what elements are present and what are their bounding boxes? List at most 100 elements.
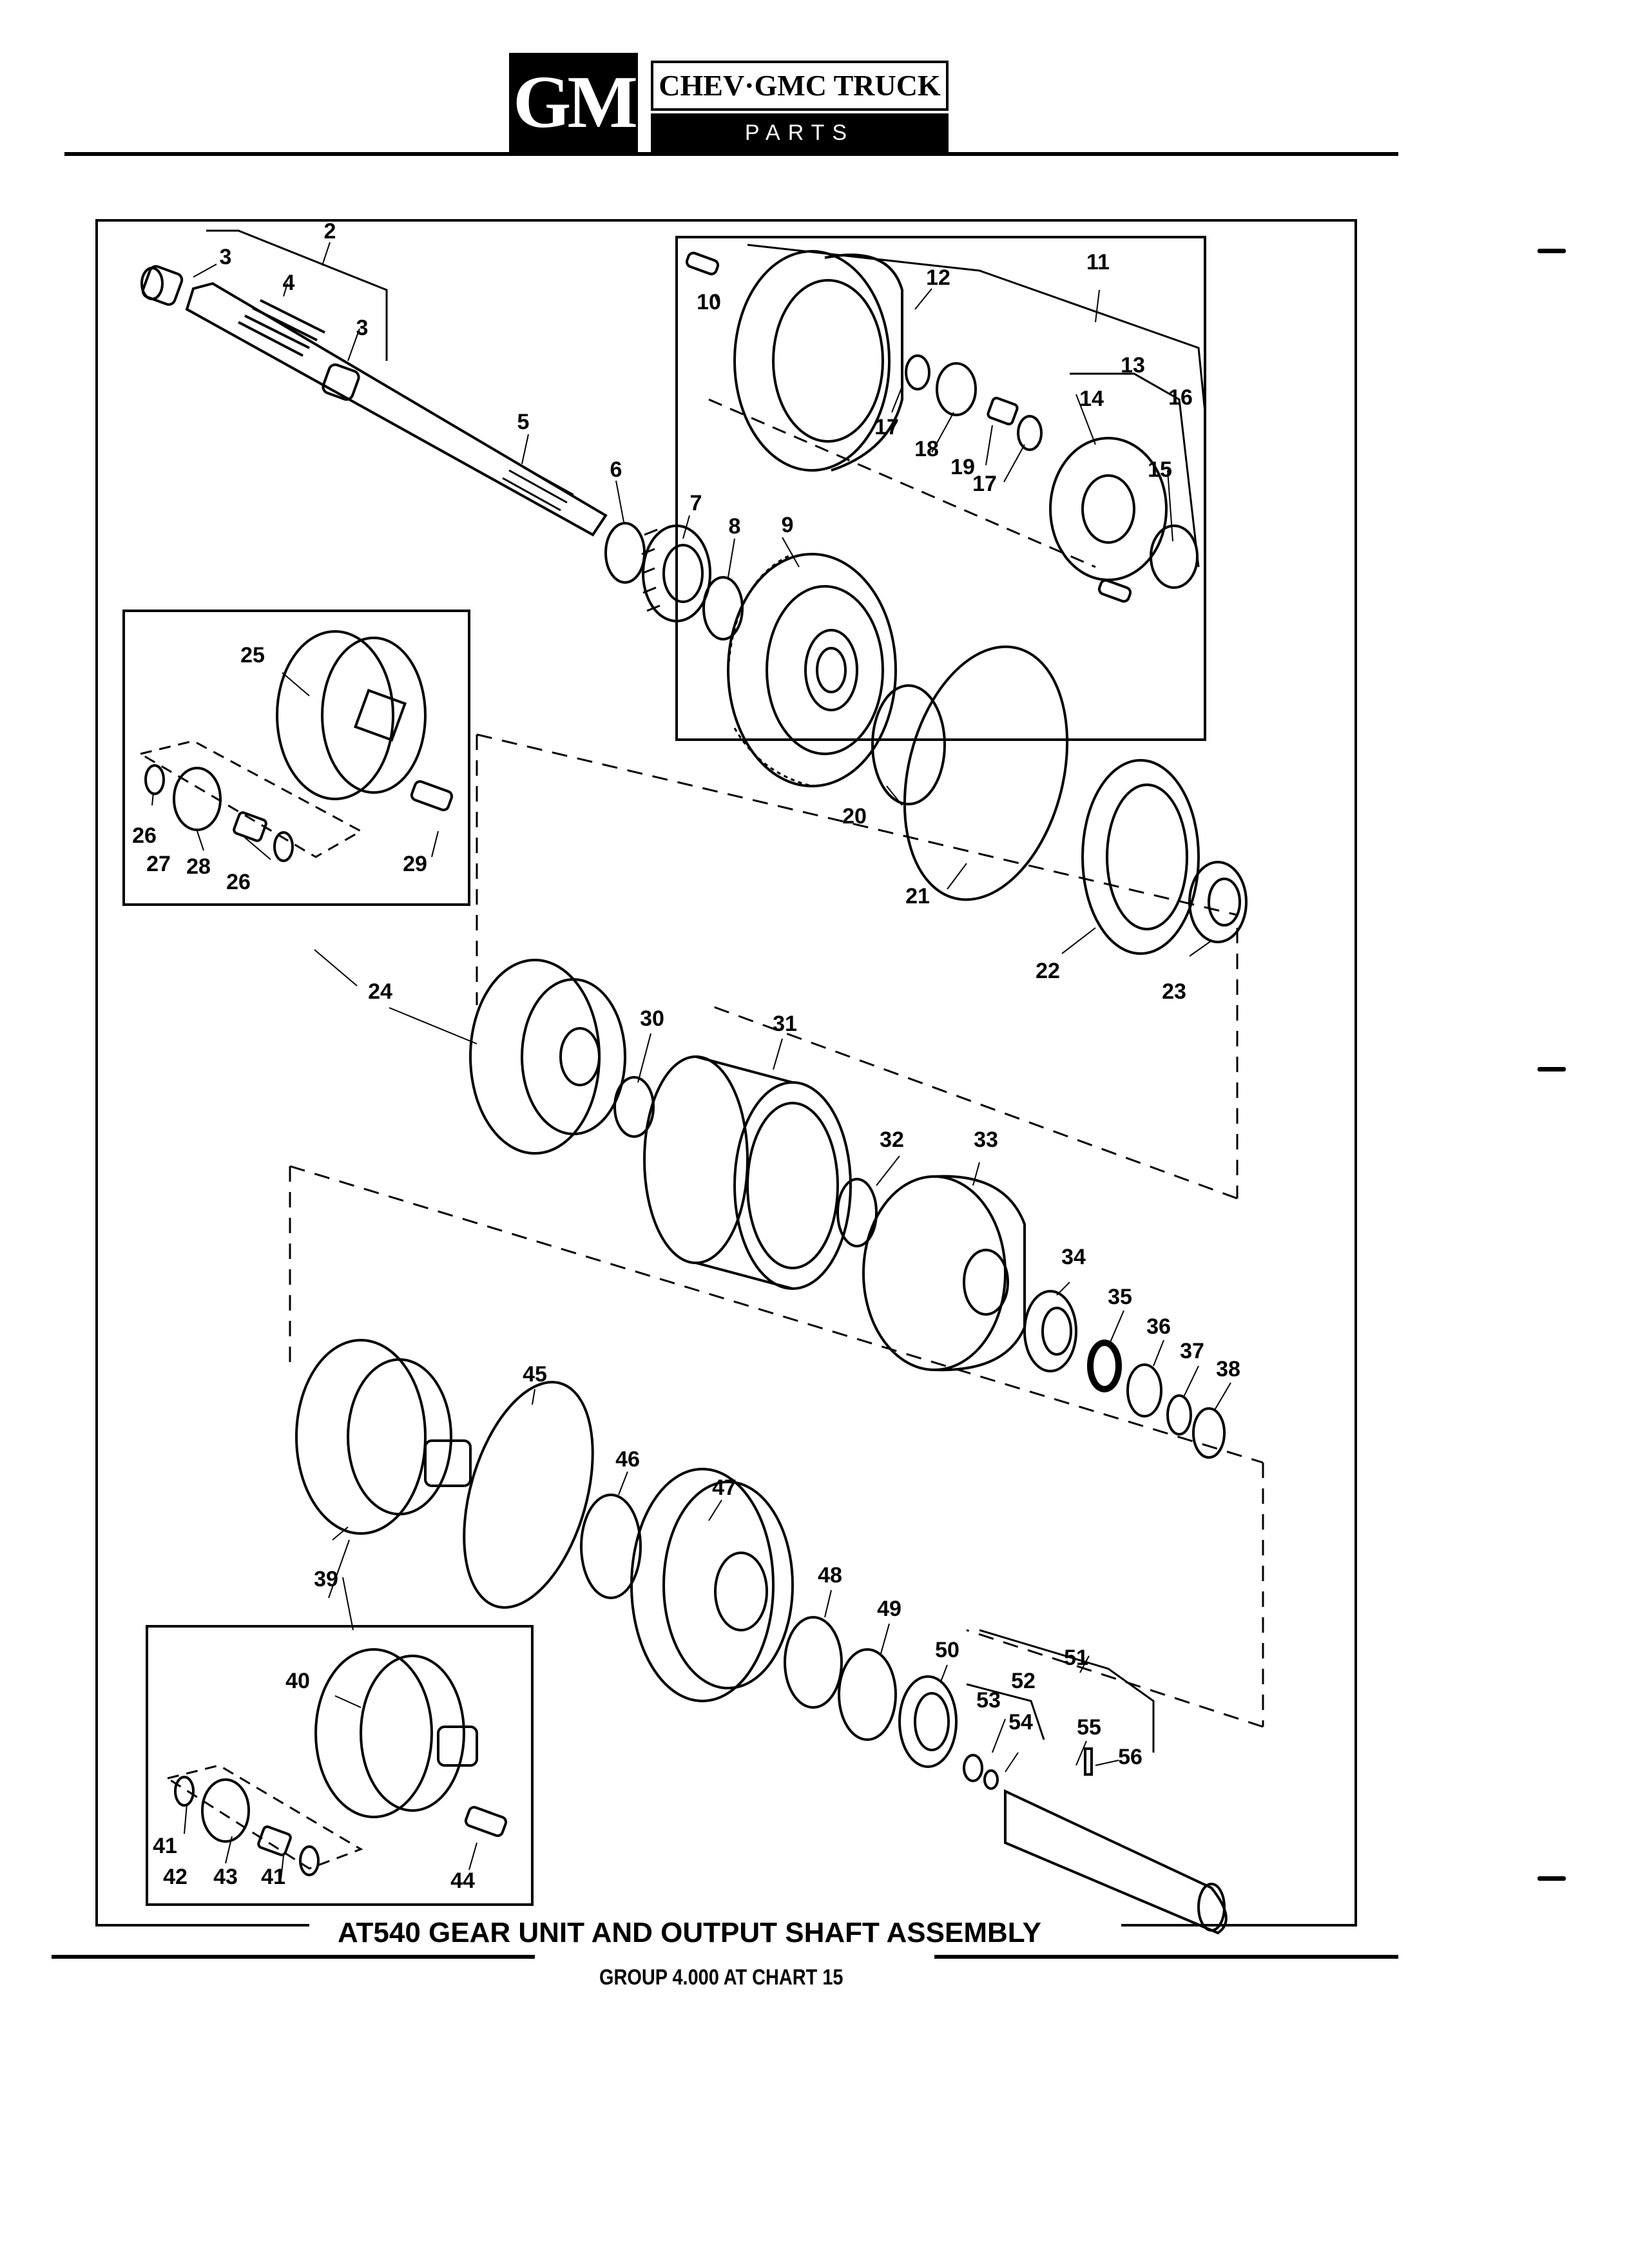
callout-54: 54 [1008, 1710, 1033, 1735]
margin-mark-1 [1537, 249, 1566, 253]
bushing-3a-end [140, 267, 164, 300]
callout-45: 45 [523, 1362, 547, 1387]
callout-15: 15 [1148, 457, 1172, 482]
gear-34 [1023, 1290, 1077, 1372]
callout-34: 34 [1061, 1245, 1086, 1269]
snap-ring-49 [838, 1648, 897, 1741]
callout-18: 18 [914, 437, 939, 461]
carrier-39 [295, 1339, 427, 1535]
seal-35 [1087, 1340, 1122, 1392]
shaft-splines-5 [502, 461, 574, 512]
callout-16: 16 [1168, 385, 1193, 410]
inset-box-carrier-39 [146, 1625, 534, 1906]
diagram-title: AT540 GEAR UNIT AND OUTPUT SHAFT ASSEMBL… [322, 1914, 1057, 1952]
gear-18 [936, 362, 977, 416]
footer-rule-left [52, 1955, 535, 1959]
shaft-splines-4 [238, 299, 325, 357]
inset-box-carrier-24 [122, 610, 470, 906]
callout-19: 19 [950, 455, 975, 479]
drum-31 [643, 1055, 749, 1264]
callout-2: 2 [324, 219, 336, 244]
washer-46 [580, 1494, 642, 1599]
inset-box-carrier-11 [675, 236, 1206, 741]
pin-16 [1097, 579, 1132, 603]
callout-30: 30 [640, 1006, 664, 1031]
callout-46: 46 [615, 1447, 640, 1472]
bearing-19 [987, 396, 1019, 426]
callout-7: 7 [690, 491, 702, 515]
bushing-53 [963, 1754, 983, 1782]
washer-48 [784, 1616, 843, 1709]
gear-23 [1188, 861, 1248, 943]
output-shaft-51 [1004, 1789, 1228, 1935]
footer-rule-right [934, 1955, 1398, 1959]
callout-51: 51 [1064, 1646, 1088, 1670]
callout-11: 11 [1086, 250, 1110, 274]
callout-6: 6 [610, 457, 622, 482]
footer-group-text: GROUP 4.000 AT CHART 15 [599, 1965, 843, 1990]
callout-26: 26 [226, 870, 251, 894]
callout-9: 9 [782, 513, 794, 537]
washer-26b [273, 831, 294, 862]
pin-44 [464, 1805, 508, 1838]
callout-28: 28 [186, 854, 211, 879]
callout-21: 21 [905, 884, 930, 908]
snap-ring-45 [463, 1381, 594, 1609]
washer-30 [613, 1076, 655, 1138]
brand-subtitle: PARTS CATALOGUE [651, 113, 949, 184]
washer-17a [905, 354, 930, 390]
callout-52: 52 [1011, 1669, 1036, 1693]
callout-5: 5 [517, 410, 530, 434]
callout-40: 40 [285, 1669, 310, 1693]
bushing-15 [1150, 524, 1199, 589]
washer-36 [1126, 1363, 1162, 1418]
brand-title: CHEV·GMC TRUCK [651, 61, 949, 111]
callout-41: 41 [153, 1834, 177, 1858]
bearing-50 [898, 1675, 958, 1768]
callout-3: 3 [220, 245, 232, 269]
washer-6 [604, 522, 646, 584]
pin-10 [685, 251, 720, 276]
pin-29 [410, 780, 454, 812]
callout-44: 44 [450, 1869, 475, 1893]
ring-38 [1192, 1407, 1226, 1459]
callout-8: 8 [729, 514, 741, 539]
washer-17b [1017, 415, 1043, 451]
callout-29: 29 [403, 852, 427, 876]
gm-logo-mark: GM [509, 53, 638, 152]
callout-17: 17 [972, 472, 997, 496]
internal-gear-22 [1081, 759, 1200, 955]
header-rule [64, 152, 1398, 156]
key-56 [1084, 1747, 1093, 1776]
washer-41a [174, 1776, 195, 1807]
margin-mark-3 [1537, 1876, 1566, 1881]
gear-47 [630, 1468, 775, 1702]
snap-ring-20 [871, 684, 946, 805]
callout-36: 36 [1146, 1314, 1171, 1339]
callout-25: 25 [240, 643, 265, 668]
callout-23: 23 [1162, 979, 1186, 1004]
callout-53: 53 [976, 1688, 1001, 1713]
callout-27: 27 [146, 852, 171, 876]
carrier-plate-40 [314, 1648, 433, 1818]
callout-13: 13 [1121, 353, 1145, 378]
callout-50: 50 [935, 1638, 959, 1662]
callout-43: 43 [213, 1865, 238, 1889]
gear-27 [173, 767, 222, 831]
callout-55: 55 [1077, 1715, 1101, 1740]
callout-33: 33 [974, 1128, 998, 1152]
callout-37: 37 [1180, 1339, 1204, 1363]
bearing-43 [257, 1825, 292, 1856]
callout-26: 26 [132, 823, 157, 848]
callout-3: 3 [356, 316, 369, 340]
gm-logo: GM CHEV·GMC TRUCK PARTS CATALOGUE [509, 53, 949, 184]
callout-32: 32 [880, 1128, 904, 1152]
snap-ring-32 [836, 1178, 878, 1247]
washer-41b [299, 1845, 320, 1876]
margin-mark-2 [1537, 1067, 1566, 1072]
ring-8 [702, 576, 744, 640]
bushing-3b [322, 363, 360, 401]
hub-33 [862, 1175, 1007, 1371]
washer-26a [144, 764, 165, 795]
callout-47: 47 [712, 1475, 737, 1500]
